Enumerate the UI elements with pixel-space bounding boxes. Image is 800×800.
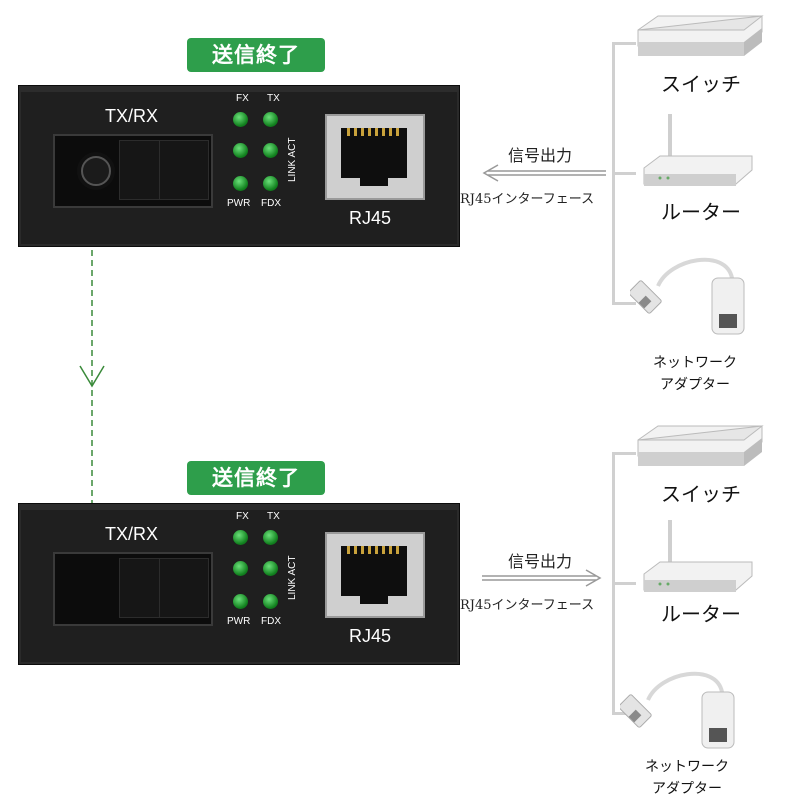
arrow-left-icon [482, 164, 606, 182]
media-converter-top: TX/RX FX TX LINK ACT PWR FDX RJ45 [18, 85, 460, 247]
device-label-adapter: ネットワーク アダプター [653, 355, 737, 393]
status-badge-bottom: 送信終了 [187, 461, 325, 495]
device-label-adapter: ネットワーク アダプター [645, 759, 729, 797]
status-badge-top: 送信終了 [187, 38, 325, 72]
device-label-switch: スイッチ [661, 482, 741, 506]
led-tx-icon [263, 112, 278, 127]
fiber-ferrule-icon [81, 156, 111, 186]
led-link-icon [233, 561, 248, 576]
led-tx-icon [263, 530, 278, 545]
led-fx-icon [233, 112, 248, 127]
led-act-icon [263, 143, 278, 158]
switch-icon [637, 15, 764, 56]
arrow-right-icon [482, 569, 602, 587]
led-fx-icon [233, 530, 248, 545]
led-label-tx: TX [267, 93, 280, 104]
led-fdx-icon [263, 176, 278, 191]
led-label-link-act: LINK ACT [287, 137, 298, 182]
led-label-fdx: FDX [261, 616, 281, 627]
network-adapter-icon [620, 671, 735, 749]
led-pwr-icon [233, 594, 248, 609]
rj45-label: RJ45 [349, 626, 392, 646]
rj45-port [325, 532, 425, 618]
network-adapter-icon [630, 257, 745, 335]
fiber-arrow-icon [79, 365, 105, 388]
led-label-fx: FX [236, 93, 249, 104]
fiber-port [53, 134, 213, 208]
switch-icon [637, 425, 764, 466]
led-label-fdx: FDX [261, 198, 281, 209]
router-icon [643, 520, 753, 592]
signal-label-top: 信号出力 [508, 146, 573, 165]
device-label-router: ルーター [661, 602, 741, 626]
port-label: TX/RX [105, 524, 159, 544]
fiber-port [53, 552, 213, 626]
interface-label-bottom: RJ45インターフェース [460, 598, 595, 613]
led-pwr-icon [233, 176, 248, 191]
device-label-switch: スイッチ [661, 72, 741, 96]
led-act-icon [263, 561, 278, 576]
led-label-fx: FX [236, 511, 249, 522]
interface-label-top: RJ45インターフェース [460, 192, 595, 207]
led-label-pwr: PWR [227, 616, 251, 627]
rj45-label: RJ45 [349, 208, 392, 228]
signal-label-bottom: 信号出力 [508, 552, 573, 571]
led-label-tx: TX [267, 511, 280, 522]
port-label: TX/RX [105, 106, 159, 126]
media-converter-bottom: TX/RX FX TX LINK ACT PWR FDX RJ45 [18, 503, 460, 665]
rj45-port [325, 114, 425, 200]
led-link-icon [233, 143, 248, 158]
device-label-router: ルーター [661, 200, 741, 224]
led-label-link-act: LINK ACT [287, 555, 298, 600]
led-label-pwr: PWR [227, 198, 251, 209]
router-icon [643, 114, 753, 186]
led-fdx-icon [263, 594, 278, 609]
